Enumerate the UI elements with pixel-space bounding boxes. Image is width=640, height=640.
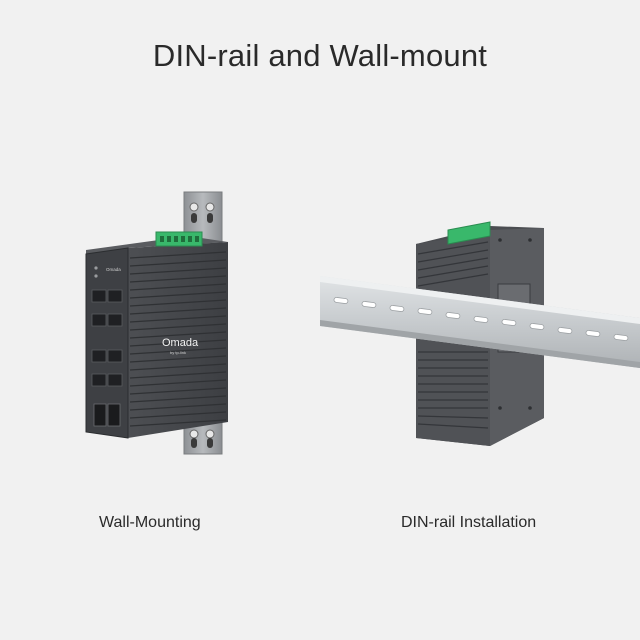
rj45-ports-bottom <box>91 349 123 387</box>
top-screws <box>189 202 215 223</box>
led-icon <box>94 274 98 278</box>
din-rail-caption: DIN-rail Installation <box>401 514 537 531</box>
page-title: DIN-rail and Wall-mount <box>152 38 488 73</box>
wall-mounting-caption: Wall-Mounting <box>99 514 201 531</box>
brand-logo-small: Omada <box>106 267 121 272</box>
din-terminal-block <box>447 221 491 245</box>
switch-body-left <box>128 242 228 438</box>
sfp-ports <box>93 403 121 427</box>
led-icon <box>94 266 98 270</box>
brand-logo: Omada <box>162 337 199 349</box>
rj45-ports-top <box>91 289 123 327</box>
din-rail <box>320 276 640 368</box>
terminal-block <box>155 231 203 247</box>
bottom-screws <box>189 429 215 448</box>
switch-front-panel <box>85 247 129 439</box>
brand-sub-logo: by tp-link <box>170 350 186 355</box>
